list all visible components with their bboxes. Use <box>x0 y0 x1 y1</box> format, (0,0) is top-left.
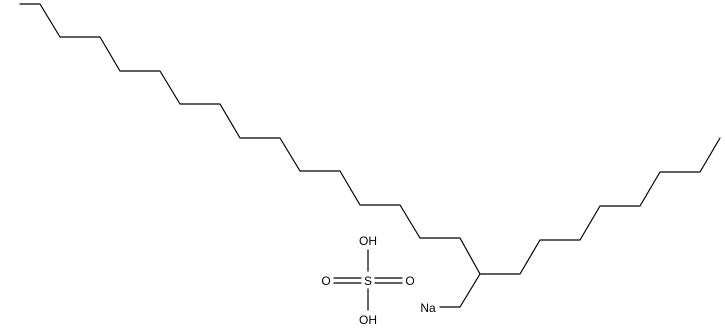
atom-label-oh-bottom: OH <box>359 313 377 327</box>
atom-label-oh-top: OH <box>359 234 377 248</box>
octyl-chain-bonds <box>479 137 721 275</box>
atom-label-o-left: O <box>321 274 330 288</box>
hexadecyl-chain-bonds <box>19 3 481 275</box>
sulfuric-acid-bonds <box>333 249 403 311</box>
atom-label-sulfur: S <box>364 274 372 288</box>
atom-label-sodium: Na <box>420 301 436 315</box>
atom-label-o-right: O <box>405 274 414 288</box>
methylene-na-bonds <box>439 273 481 308</box>
